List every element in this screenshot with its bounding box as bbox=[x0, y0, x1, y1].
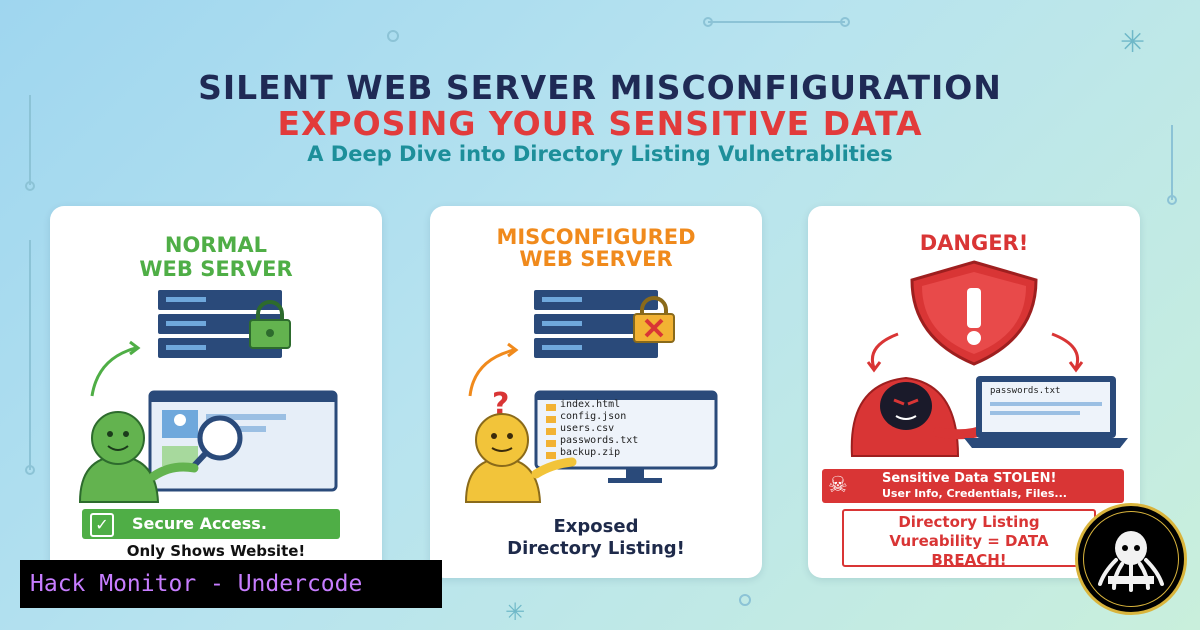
server-rack-icon bbox=[534, 290, 658, 358]
monitor-icon bbox=[534, 390, 718, 483]
file-entry: passwords.txt bbox=[560, 435, 639, 446]
logo-ring bbox=[1083, 511, 1179, 607]
laptop-icon bbox=[964, 376, 1128, 448]
exposed-caption-line2: Directory Listing! bbox=[507, 538, 685, 559]
brand-banner: Hack Monitor - Undercode bbox=[20, 560, 442, 608]
breach-line2: Vureability = DATA bbox=[889, 532, 1049, 550]
misconfigured-server-card: MISCONFIGURED WEB SERVER ? bbox=[430, 206, 762, 578]
svg-text:✳: ✳ bbox=[505, 598, 525, 626]
svg-text:✳: ✳ bbox=[1120, 25, 1145, 60]
laptop-screen-text: passwords.txt bbox=[990, 386, 1061, 396]
misconfigured-server-illustration: ? bbox=[464, 290, 718, 503]
exposed-caption: Exposed Directory Listing! bbox=[430, 516, 762, 560]
skull-icon: ☠ bbox=[828, 473, 848, 498]
padlock-closed-icon bbox=[249, 300, 291, 349]
stolen-line1: Sensitive Data STOLEN! bbox=[882, 471, 1057, 486]
misconfigured-card-title-line2: WEB SERVER bbox=[519, 247, 673, 271]
danger-illustration bbox=[850, 260, 1128, 457]
danger-card: DANGER! passwords.txt ☠ Sensitive bbox=[808, 206, 1140, 578]
breach-line1: Directory Listing bbox=[898, 513, 1040, 531]
stolen-line2: User Info, Credentials, Files... bbox=[882, 487, 1067, 500]
headline-line2: EXPOSING YOUR SENSITIVE DATA bbox=[277, 104, 923, 143]
breach-box: Directory Listing Vureability = DATA BRE… bbox=[842, 509, 1096, 569]
misconfigured-card-title-line1: MISCONFIGURED bbox=[496, 225, 696, 249]
checkmark-icon: ✓ bbox=[90, 513, 114, 537]
file-listing: index.html config.json users.csv passwor… bbox=[560, 399, 638, 459]
headline-subtitle: A Deep Dive into Directory Listing Vulne… bbox=[307, 142, 893, 166]
monitor-icon bbox=[148, 390, 338, 492]
hacker-icon bbox=[850, 376, 993, 457]
folder-icons bbox=[546, 404, 556, 459]
secure-access-badge: ✓ Secure Access. bbox=[82, 509, 340, 539]
octopus-icon bbox=[1098, 531, 1164, 592]
normal-server-card: NORMAL WEB SERVER bbox=[50, 206, 382, 578]
headline-line1: SILENT WEB SERVER MISCONFIGURATION bbox=[198, 68, 1002, 107]
file-entry: config.json bbox=[560, 411, 627, 422]
warning-shield-icon bbox=[910, 260, 1038, 366]
file-entry: users.csv bbox=[560, 423, 615, 434]
octopus-logo bbox=[1075, 503, 1187, 615]
danger-card-title: DANGER! bbox=[919, 231, 1029, 255]
worried-user-icon bbox=[464, 413, 577, 503]
file-entry: backup.zip bbox=[560, 447, 621, 458]
breach-line3: BREACH! bbox=[931, 551, 1007, 569]
normal-card-title-line2: WEB SERVER bbox=[139, 257, 293, 281]
file-entry: index.html bbox=[560, 399, 621, 410]
normal-server-illustration bbox=[78, 290, 338, 503]
secure-access-label: Secure Access. bbox=[132, 514, 267, 533]
happy-user-icon bbox=[78, 411, 199, 503]
normal-card-title-line1: NORMAL bbox=[164, 233, 268, 257]
normal-card-note: Only Shows Website! bbox=[126, 542, 306, 560]
exposed-caption-line1: Exposed bbox=[553, 516, 639, 537]
padlock-broken-icon bbox=[633, 296, 675, 343]
data-stolen-banner: ☠ Sensitive Data STOLEN! User Info, Cred… bbox=[822, 469, 1124, 503]
